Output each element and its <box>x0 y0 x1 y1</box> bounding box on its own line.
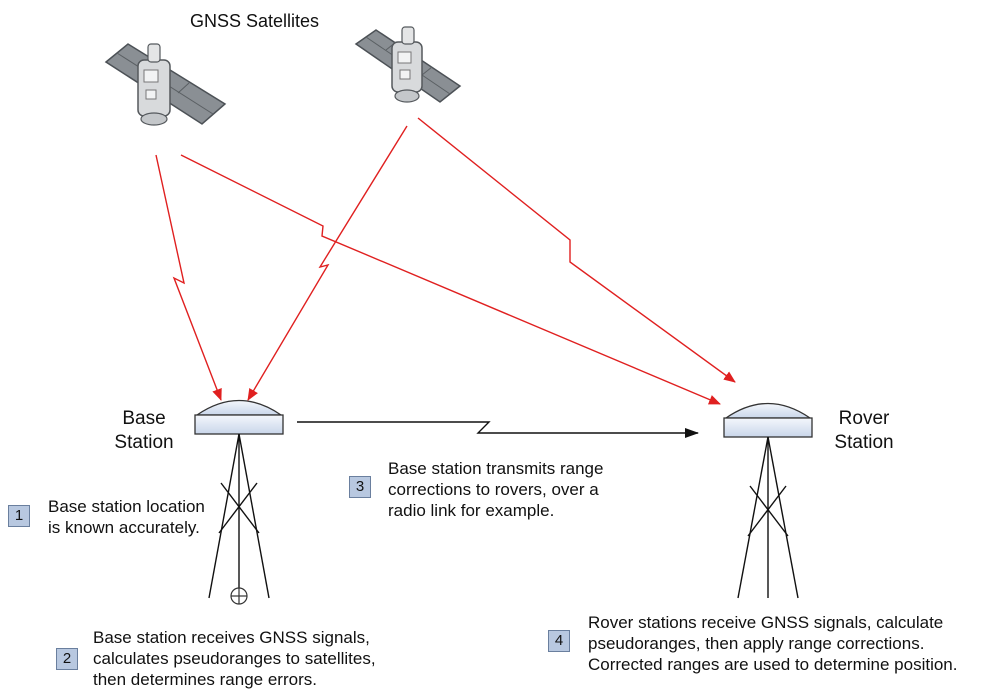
satellite-2-icon <box>354 26 462 103</box>
rover-station-label: Rover Station <box>834 408 894 453</box>
step-1-text: Base station location is known accuratel… <box>48 497 205 537</box>
signal-sat2-rover <box>417 117 736 383</box>
base-location-marker-icon <box>230 587 248 605</box>
signal-sat1-rover <box>180 154 721 405</box>
base-antenna-icon <box>194 399 284 435</box>
radio-link-arrow <box>297 421 699 438</box>
step-3-text: Base station transmits range corrections… <box>388 459 604 520</box>
rover-antenna-icon <box>723 402 813 438</box>
step-4-badge: 4 <box>548 630 570 652</box>
rover-tripod-icon <box>737 436 799 599</box>
step-4-text: Rover stations receive GNSS signals, cal… <box>588 613 958 674</box>
base-tripod-icon <box>208 433 270 599</box>
diagram-title: GNSS Satellites <box>190 11 320 31</box>
base-station-label: Base Station <box>114 408 174 453</box>
step-1-badge: 1 <box>8 505 30 527</box>
step-2-text: Base station receives GNSS signals, calc… <box>93 628 376 689</box>
signal-sat2-base <box>247 125 408 401</box>
step-3-badge: 3 <box>349 476 371 498</box>
satellite-1-icon <box>104 43 227 126</box>
step-2-badge: 2 <box>56 648 78 670</box>
signal-sat1-base <box>155 154 222 401</box>
